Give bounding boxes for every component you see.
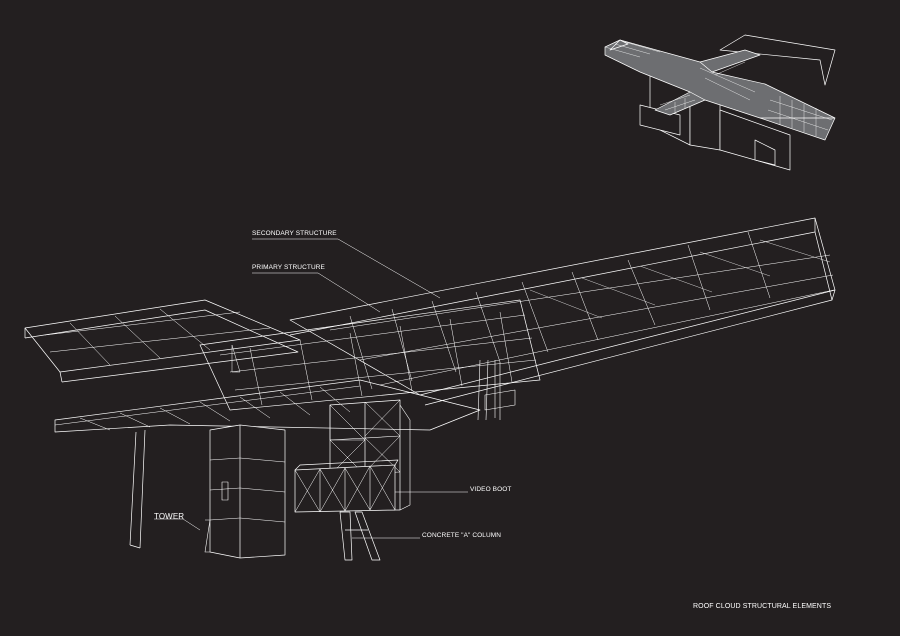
- label-tower: TOWER: [154, 512, 185, 521]
- tower: [204, 424, 286, 559]
- leader-lines: [154, 238, 468, 539]
- label-video-boot: VIDEO BOOT: [470, 486, 512, 493]
- drawing-caption: ROOF CLOUD STRUCTURAL ELEMENTS: [693, 603, 832, 610]
- label-concrete-a-column: CONCRETE "A" COLUMN: [422, 532, 502, 539]
- label-secondary-structure: SECONDARY STRUCTURE: [252, 230, 337, 237]
- inset-roof-shape: [604, 39, 836, 141]
- columns: [129, 359, 516, 549]
- inset-plan-view: [604, 34, 836, 171]
- video-boot: [294, 459, 399, 513]
- label-primary-structure: PRIMARY STRUCTURE: [252, 264, 325, 271]
- concrete-a-column: [339, 511, 381, 561]
- roof-cloud-structure: [24, 217, 836, 433]
